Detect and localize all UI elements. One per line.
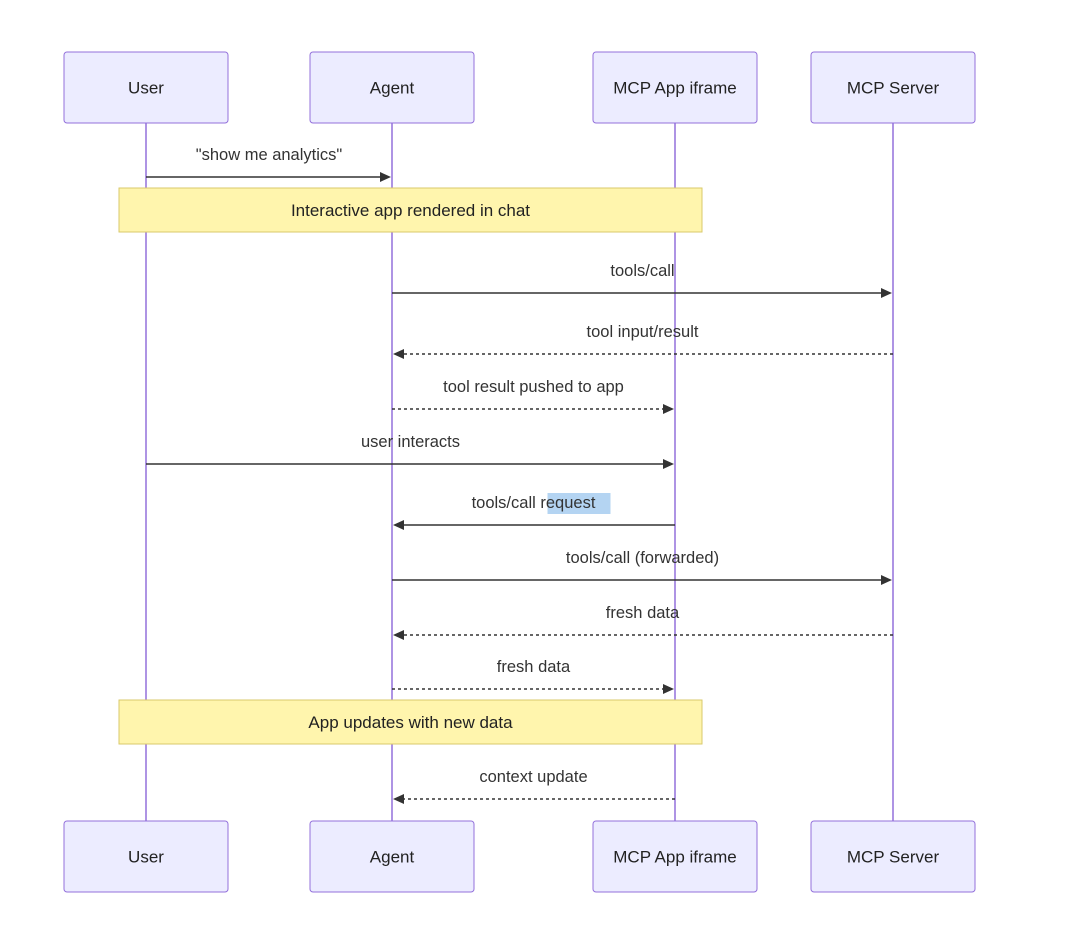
message-label: "show me analytics" (196, 146, 343, 164)
message-4: tool result pushed to app (392, 378, 674, 414)
arrow-head (393, 349, 404, 359)
actor-box (810, 820, 976, 893)
actor-server-bottom: MCP Server (810, 820, 976, 893)
actor-label: MCP Server (847, 848, 940, 867)
message-label: tool result pushed to app (443, 378, 624, 396)
actor-label: Agent (370, 848, 415, 867)
actor-label: Agent (370, 79, 415, 98)
note-1: Interactive app rendered in chat (118, 187, 703, 233)
actor-label: MCP Server (847, 79, 940, 98)
actor-label: User (128, 848, 164, 867)
message-label: user interacts (361, 433, 460, 451)
text-selection-highlight (547, 493, 611, 514)
note-label: Interactive app rendered in chat (291, 201, 530, 220)
messages: "show me analytics" tools/call tool input/… (146, 146, 893, 804)
message-1: "show me analytics" (146, 146, 391, 182)
message-label: tools/call (610, 262, 674, 280)
message-2: tools/call (392, 262, 892, 298)
actor-server-top: MCP Server (810, 51, 976, 124)
message-9: fresh data (392, 658, 674, 694)
actor-box (63, 51, 229, 124)
message-label: tool input/result (587, 323, 699, 341)
message-label-selected: request (536, 494, 596, 512)
actor-agent-top: Agent (309, 51, 475, 124)
note-box (118, 699, 703, 745)
message-label: fresh data (606, 604, 680, 622)
message-5: user interacts (146, 433, 674, 469)
note-box (118, 187, 703, 233)
message-label: tools/call (forwarded) (566, 549, 719, 567)
arrow-head (663, 404, 674, 414)
actor-label: User (128, 79, 164, 98)
actor-label: MCP App iframe (613, 848, 736, 867)
actor-iframe-top: MCP App iframe (592, 51, 758, 124)
arrow-head (881, 575, 892, 585)
actor-box (592, 820, 758, 893)
message-7: tools/call (forwarded) (392, 549, 892, 585)
arrow-head (663, 684, 674, 694)
arrow-head (393, 520, 404, 530)
message-label: fresh data (497, 658, 571, 676)
arrow-head (393, 630, 404, 640)
message-label-text: tools/call (472, 494, 536, 512)
message-6: tools/call request (393, 493, 675, 530)
message-label: context update (479, 768, 587, 786)
arrow-head (663, 459, 674, 469)
actor-label: MCP App iframe (613, 79, 736, 98)
actor-user-top: User (63, 51, 229, 124)
message-10: context update (393, 768, 675, 804)
actor-iframe-bottom: MCP App iframe (592, 820, 758, 893)
arrow-head (881, 288, 892, 298)
actor-box (810, 51, 976, 124)
message-label: tools/call request (472, 494, 596, 512)
actor-box (592, 51, 758, 124)
note-2: App updates with new data (118, 699, 703, 745)
actor-box (309, 51, 475, 124)
actor-user-bottom: User (63, 820, 229, 893)
arrow-head (393, 794, 404, 804)
message-8: fresh data (393, 604, 893, 640)
note-label: App updates with new data (308, 713, 513, 732)
actor-box (309, 820, 475, 893)
message-3: tool input/result (393, 323, 893, 359)
actor-agent-bottom: Agent (309, 820, 475, 893)
arrow-head (380, 172, 391, 182)
actor-box (63, 820, 229, 893)
